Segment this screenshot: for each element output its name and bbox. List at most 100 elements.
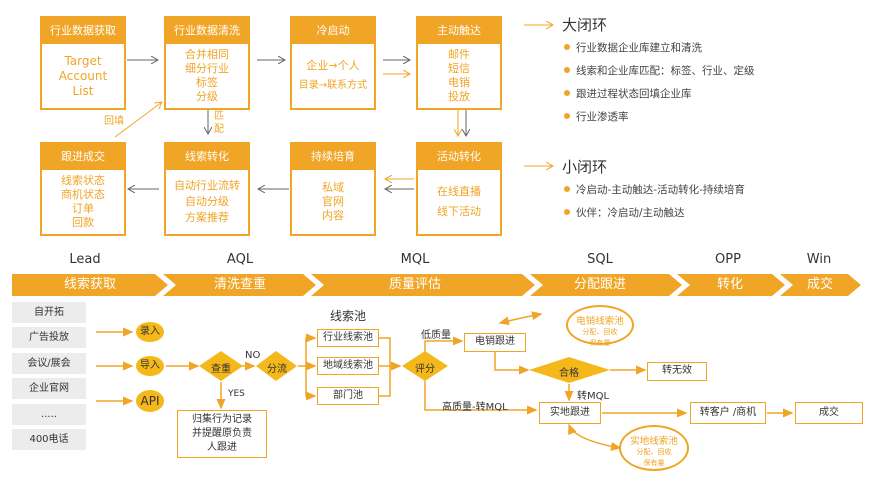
box-line: Account <box>58 68 108 83</box>
stage-chevron-opp <box>677 274 785 296</box>
pool-region[interactable]: 地域线索池 <box>317 357 379 375</box>
pool-merge-line <box>378 337 391 397</box>
big-loop-list: 行业数据企业库建立和清洗 线索和企业库匹配：标签、行业、定级 跟进过程状态回填企… <box>564 40 755 132</box>
big-loop-item: 线索和企业库匹配：标签、行业、定级 <box>564 63 755 78</box>
box-title: 冷启动 <box>292 18 374 44</box>
small-loop-item: 冷启动-主动触达-活动转化-持续培育 <box>564 182 745 197</box>
big-loop-item: 行业渗透率 <box>564 109 755 124</box>
box-line: 细分行业 <box>185 62 229 75</box>
backfill-label: 回填 <box>104 116 124 127</box>
stage-code-lead: Lead <box>69 252 101 267</box>
input-api: API <box>136 390 164 412</box>
process-box-follow-deal[interactable]: 跟进成交 线索状态 商机状态 订单 回款 <box>40 142 126 236</box>
box-line: Target <box>64 53 102 68</box>
box-line: 订单 <box>72 202 94 215</box>
deal-box[interactable]: 成交 <box>795 402 863 424</box>
stage-name-mql: 质量评估 <box>388 277 441 292</box>
box-line: 邮件 <box>448 48 470 61</box>
source-item: 自开拓 <box>12 302 86 323</box>
process-box-active-reach[interactable]: 主动触达 邮件 短信 电销 投放 <box>416 16 502 110</box>
small-loop-list: 冷启动-主动触达-活动转化-持续培育 伙伴：冷启动/主动触达 <box>564 182 745 228</box>
source-item: 广告投放 <box>12 327 86 348</box>
arrow-telesales-pool-link <box>498 311 543 326</box>
stage-name-aql: 清洗查重 <box>213 277 266 292</box>
low-quality-label: 低质量 <box>421 330 451 341</box>
source-item: ..... <box>12 404 86 425</box>
field-follow-box[interactable]: 实地跟进 <box>539 402 601 424</box>
box-title: 行业数据清洗 <box>166 18 248 44</box>
process-box-data-clean[interactable]: 行业数据清洗 合并相同 细分行业 标签 分级 <box>164 16 250 110</box>
pool-industry[interactable]: 行业线索池 <box>317 329 379 347</box>
box-line: 合并相同 <box>185 48 229 61</box>
distribute-label: 分流 <box>267 364 287 375</box>
match-label: 匹配 <box>214 111 224 135</box>
box-line: 自动分级 <box>185 195 229 208</box>
box-line: 电销 <box>448 76 470 89</box>
stage-code-aql: AQL <box>226 252 254 267</box>
box-line: List <box>72 83 94 98</box>
stage-chevron-aql <box>163 274 316 296</box>
stage-code-sql: SQL <box>587 252 613 267</box>
stage-chevron-lead <box>12 274 168 296</box>
arrow-low-quality <box>424 336 464 352</box>
box-line: 自动行业流转 <box>174 179 240 192</box>
invalid-box[interactable]: 转无效 <box>647 362 707 381</box>
process-box-cold-start[interactable]: 冷启动 企业→个人 目录→联系方式 <box>290 16 376 110</box>
source-item: 企业官网 <box>12 378 86 399</box>
field-pool-line2: 保有量 <box>643 459 665 467</box>
box-line: 投放 <box>448 90 470 103</box>
process-box-nurture[interactable]: 持续培育 私域 官网 内容 <box>290 142 376 236</box>
stage-chevron-mql <box>311 274 535 296</box>
box-line: 线下活动 <box>437 205 481 218</box>
field-pool: 实地线索池 分配、回收 保有量 <box>619 425 689 471</box>
box-title: 行业数据获取 <box>42 18 124 44</box>
telesales-pool-title: 电销线索池 <box>576 316 624 327</box>
process-box-activity-convert[interactable]: 活动转化 在线直播 线下活动 <box>416 142 502 236</box>
arrow-to-industry-pool <box>298 333 317 367</box>
input-entry: 录入 <box>136 322 164 342</box>
box-line: 短信 <box>448 62 470 75</box>
box-line: 官网 <box>322 195 344 208</box>
qualified-diamond <box>529 357 610 383</box>
stage-name-lead: 线索获取 <box>63 277 116 292</box>
stage-name-win: 成交 <box>806 277 833 292</box>
input-import: 导入 <box>136 356 164 376</box>
telesales-pool: 电销线索池 分配、回收 保有量 <box>566 305 634 347</box>
pool-department[interactable]: 部门池 <box>317 387 379 405</box>
stage-code-opp: OPP <box>715 252 741 267</box>
big-loop-item: 行业数据企业库建立和清洗 <box>564 40 755 55</box>
qualified-label: 合格 <box>559 368 579 379</box>
pool-title: 线索池 <box>330 309 367 323</box>
result-line: 人跟进 <box>207 442 237 453</box>
box-line: 方案推荐 <box>185 211 229 224</box>
small-loop-item: 伙伴：冷启动/主动触达 <box>564 205 745 220</box>
big-loop-item: 跟进过程状态回填企业库 <box>564 86 755 101</box>
to-mql-label: 转MQL <box>577 391 610 402</box>
telesales-follow-box[interactable]: 电销跟进 <box>464 333 526 352</box>
to-customer-box[interactable]: 转客户 /商机 <box>690 402 766 424</box>
box-title: 主动触达 <box>418 18 500 44</box>
score-label: 评分 <box>415 364 435 375</box>
box-line: 线索状态 <box>61 174 105 187</box>
box-line: 标签 <box>196 76 218 89</box>
box-line: 回款 <box>72 216 94 229</box>
dedupe-label: 查重 <box>211 364 231 375</box>
distribute-diamond <box>256 351 297 381</box>
process-box-data-acquire[interactable]: 行业数据获取 Target Account List <box>40 16 126 110</box>
box-line: 目录→联系方式 <box>298 80 368 91</box>
box-title: 跟进成交 <box>42 144 124 170</box>
result-line: 归集行为记录 <box>192 414 252 425</box>
stage-name-opp: 转化 <box>716 277 743 292</box>
process-box-lead-convert[interactable]: 线索转化 自动行业流转 自动分级 方案推荐 <box>164 142 250 236</box>
arrow-to-dept-pool <box>305 366 317 401</box>
stage-bar <box>12 274 861 296</box>
box-line: 分级 <box>196 90 218 103</box>
source-item: 400电话 <box>12 429 86 450</box>
source-item: 会议/展会 <box>12 353 86 374</box>
yes-label: YES <box>228 389 245 399</box>
box-title: 线索转化 <box>166 144 248 170</box>
arrow-field-pool-link <box>568 423 622 451</box>
dedupe-diamond <box>199 351 243 381</box>
score-diamond <box>402 351 448 381</box>
